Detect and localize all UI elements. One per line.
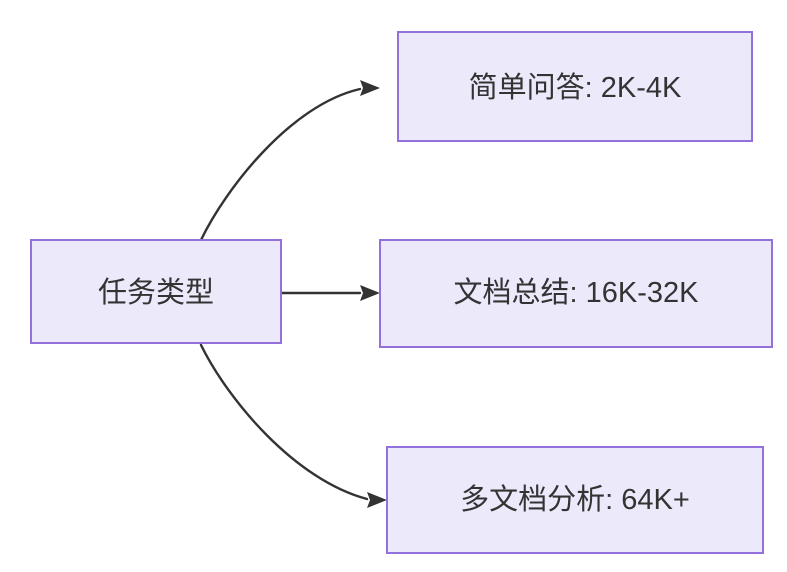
- edge-group: [199, 80, 387, 508]
- node-multi-doc-analysis[interactable]: 多文档分析: 64K+: [386, 446, 764, 554]
- edge-task-type-to-doc-summary: [280, 285, 380, 301]
- arrowhead-multi-doc-analysis-icon: [367, 492, 387, 508]
- node-task-type-label: 任务类型: [98, 276, 214, 309]
- edge-task-type-to-multi-doc-analysis: [199, 343, 387, 508]
- edge-path-simple-qa: [199, 87, 362, 242]
- arrowhead-doc-summary-icon: [360, 285, 380, 301]
- edge-task-type-to-simple-qa: [199, 80, 380, 242]
- node-multi-doc-analysis-box[interactable]: [386, 446, 764, 554]
- node-multi-doc-analysis-label: 多文档分析: 64K+: [460, 483, 690, 516]
- node-task-type-box[interactable]: [30, 239, 282, 344]
- node-simple-qa-box[interactable]: [397, 31, 753, 142]
- node-simple-qa-label: 简单问答: 2K-4K: [469, 71, 682, 104]
- node-doc-summary[interactable]: 文档总结: 16K-32K: [379, 239, 773, 348]
- node-task-type[interactable]: 任务类型: [30, 239, 282, 344]
- node-simple-qa[interactable]: 简单问答: 2K-4K: [397, 31, 753, 142]
- node-doc-summary-label: 文档总结: 16K-32K: [454, 276, 700, 309]
- edge-path-multi-doc-analysis: [199, 343, 369, 501]
- node-group: 任务类型 简单问答: 2K-4K 文档总结: 16K-32K 多文档分析: 64…: [30, 31, 773, 554]
- node-doc-summary-box[interactable]: [379, 239, 773, 348]
- arrowhead-simple-qa-icon: [360, 80, 380, 96]
